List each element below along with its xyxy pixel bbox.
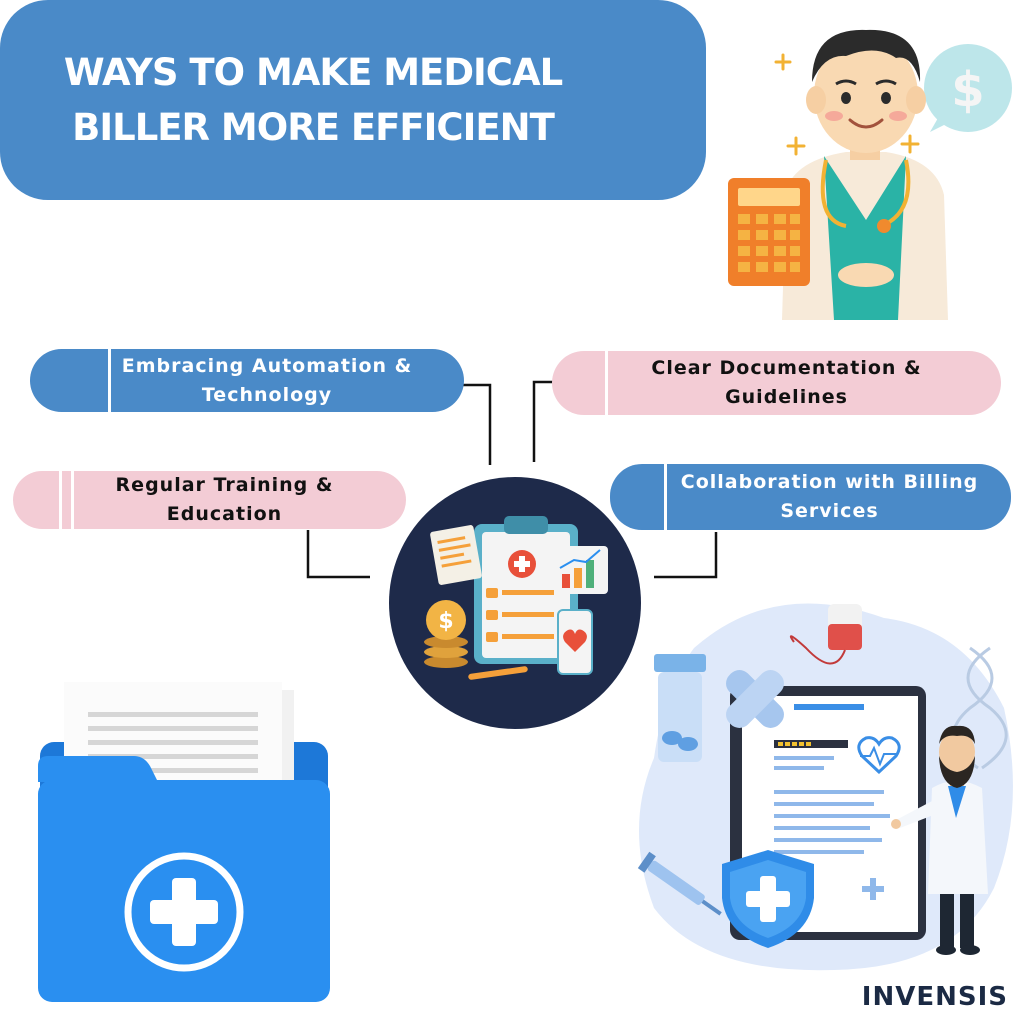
item-label-line-1: Collaboration with Billing [680, 471, 979, 493]
item-collaboration-billing: Collaboration with Billing Services [610, 464, 1011, 530]
brand-logo: INVENSIS [861, 982, 1008, 1012]
clipboard-hub-icon: $ [389, 477, 641, 729]
item-label-line-2: Services [780, 500, 879, 522]
item-label-line-2: Guidelines [725, 386, 848, 408]
coins-icon: $ [424, 600, 468, 668]
item-embracing-automation: Embracing Automation & Technology [30, 349, 464, 412]
item-label-line-1: Clear Documentation & [651, 357, 922, 379]
doctor-report-illustration [637, 603, 1013, 971]
title-line-2: BILLER MORE EFFICIENT [72, 106, 555, 149]
calculator-icon [728, 178, 810, 286]
sparkle-icon [774, 53, 920, 156]
heart-phone-icon [557, 609, 593, 675]
item-label-line-2: Education [166, 503, 283, 525]
page-title: WAYS TO MAKE MEDICAL BILLER MORE EFFICIE… [0, 45, 633, 155]
item-clear-documentation: Clear Documentation & Guidelines [552, 351, 1001, 415]
dollar-bubble-icon: $ [924, 44, 1012, 132]
svg-text:$: $ [951, 62, 984, 118]
shield-cross-icon [722, 850, 814, 948]
title-line-1: WAYS TO MAKE MEDICAL [63, 51, 563, 94]
title-banner: WAYS TO MAKE MEDICAL BILLER MORE EFFICIE… [0, 0, 706, 200]
svg-text:$: $ [438, 609, 453, 634]
item-label-line-1: Embracing Automation & [121, 354, 413, 377]
item-label-line-1: Regular Training & [115, 474, 334, 496]
doctor-illustration: $ [728, 29, 1012, 320]
medical-folder-icon [38, 682, 330, 1002]
item-regular-training: Regular Training & Education [13, 471, 406, 529]
item-label-line-2: Technology [201, 383, 333, 406]
